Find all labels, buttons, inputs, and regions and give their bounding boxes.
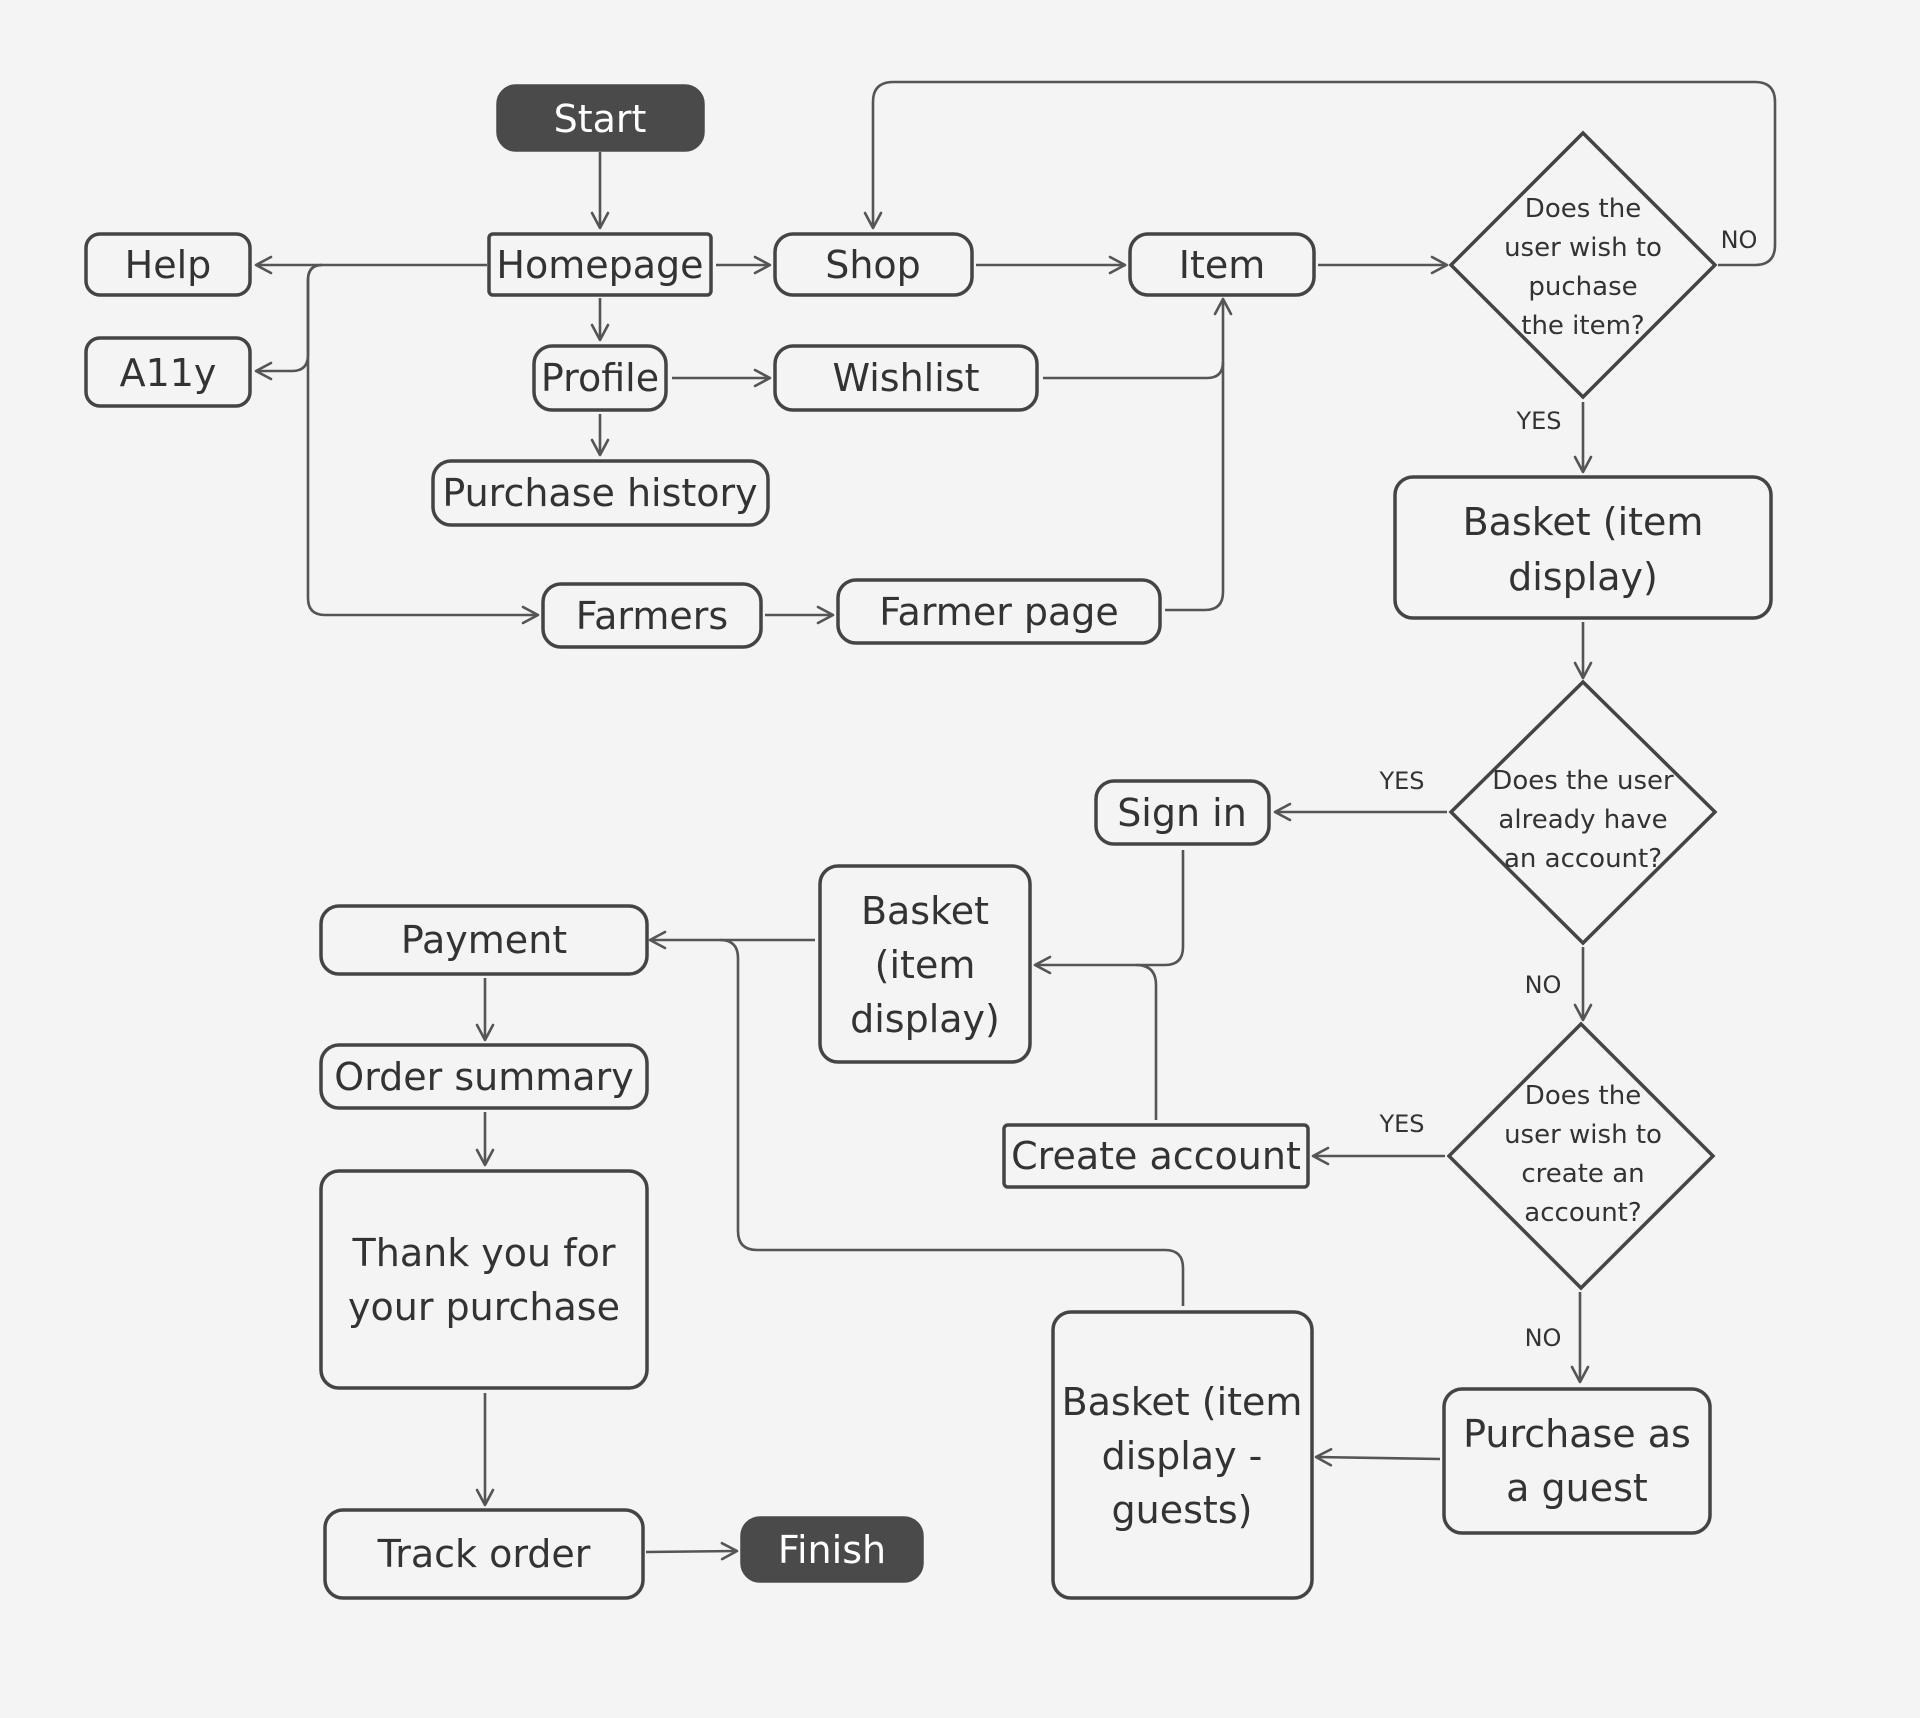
node-farmer-page[interactable]: Farmer page (836, 578, 1162, 645)
node-profile-label: Profile (541, 356, 659, 400)
edge-track-order-finish (645, 1541, 739, 1561)
edge-sign-in-basket (1033, 850, 1185, 975)
node-basket-guests-line2: display - (1102, 1434, 1263, 1478)
decision-wish-purchase-line1: Does the (1525, 194, 1641, 224)
node-help[interactable]: Help (84, 232, 252, 297)
node-finish[interactable]: Finish (740, 1516, 924, 1583)
node-ally[interactable]: A11y (84, 336, 252, 408)
node-ally-label: A11y (120, 351, 217, 395)
node-basket-signed-line1: Basket (861, 889, 989, 933)
edge-create-account-basket (1135, 963, 1158, 1120)
node-thank-you[interactable]: Thank you for your purchase (319, 1169, 649, 1390)
node-payment[interactable]: Payment (319, 904, 649, 976)
node-purchase-guest-line1: Purchase as (1463, 1412, 1691, 1456)
node-sign-in-label: Sign in (1117, 791, 1247, 835)
node-shop[interactable]: Shop (773, 232, 974, 297)
edge-homepage-ally (254, 263, 323, 381)
node-payment-label: Payment (401, 918, 567, 962)
node-create-account[interactable]: Create account (1002, 1123, 1310, 1189)
node-finish-label: Finish (778, 1528, 886, 1572)
decision-create-account[interactable]: Does the user wish to create an account? (1446, 1021, 1716, 1291)
node-sign-in[interactable]: Sign in (1094, 779, 1271, 846)
edge-wishlist-item (1043, 297, 1233, 380)
connectors (254, 80, 1777, 1561)
node-farmers-label: Farmers (576, 594, 728, 638)
node-wishlist[interactable]: Wishlist (773, 344, 1039, 412)
node-basket-signed[interactable]: Basket (item display) (818, 864, 1032, 1064)
node-purchase-history[interactable]: Purchase history (431, 459, 770, 527)
node-basket-guests-line1: Basket (item (1062, 1380, 1303, 1424)
label-create-yes: YES (1378, 1110, 1424, 1138)
node-help-label: Help (125, 243, 212, 287)
decision-has-account-line3: an account? (1504, 844, 1662, 874)
node-shop-label: Shop (825, 243, 921, 287)
decision-create-account-line2: user wish to (1504, 1120, 1662, 1150)
node-basket-main[interactable]: Basket (item display) (1393, 475, 1773, 620)
edge-guest-basket-guests (1314, 1447, 1441, 1467)
decision-has-account[interactable]: Does the user already have an account? (1448, 679, 1718, 946)
node-start-label: Start (554, 97, 647, 141)
label-purchase-no: NO (1721, 226, 1758, 254)
node-basket-main-line1: Basket (item (1463, 500, 1704, 544)
node-farmer-page-label: Farmer page (879, 590, 1119, 634)
node-purchase-guest-line2: a guest (1506, 1466, 1648, 1510)
node-homepage[interactable]: Homepage (487, 232, 713, 297)
node-item-label: Item (1179, 243, 1266, 287)
node-create-account-label: Create account (1011, 1134, 1301, 1178)
decision-wish-purchase-line3: puchase (1528, 272, 1637, 302)
node-wishlist-label: Wishlist (833, 356, 980, 400)
decision-has-account-line1: Does the user (1492, 766, 1674, 796)
node-purchase-guest[interactable]: Purchase as a guest (1442, 1387, 1712, 1535)
node-basket-signed-line2: (item (875, 943, 976, 987)
node-basket-guests[interactable]: Basket (item display - guests) (1051, 1310, 1314, 1600)
node-order-summary[interactable]: Order summary (319, 1043, 649, 1110)
edge-decision-no-shop (863, 80, 1777, 267)
node-thank-you-line2: your purchase (348, 1285, 620, 1329)
node-basket-main-line2: display) (1508, 555, 1658, 599)
decision-create-account-line4: account? (1524, 1198, 1641, 1228)
edge-farmer-page-item (1165, 362, 1225, 612)
edge-guest-basket-payment (719, 938, 1185, 1306)
decision-create-account-line3: create an (1521, 1159, 1644, 1189)
edge-homepage-farmers (306, 263, 540, 625)
node-farmers[interactable]: Farmers (541, 582, 763, 649)
node-basket-guests-line3: guests) (1112, 1488, 1253, 1532)
decision-wish-purchase[interactable]: Does the user wish to puchase the item? (1448, 130, 1718, 400)
node-track-order-label: Track order (377, 1532, 591, 1576)
decision-wish-purchase-line4: the item? (1521, 311, 1644, 341)
decision-wish-purchase-line2: user wish to (1504, 233, 1662, 263)
label-account-yes: YES (1378, 767, 1424, 795)
node-basket-signed-line3: display) (850, 997, 1000, 1041)
label-account-no: NO (1525, 971, 1562, 999)
node-track-order[interactable]: Track order (323, 1508, 645, 1600)
node-order-summary-label: Order summary (334, 1055, 633, 1099)
decision-create-account-line1: Does the (1525, 1081, 1641, 1111)
label-purchase-yes: YES (1515, 407, 1561, 435)
node-start[interactable]: Start (496, 84, 705, 152)
node-thank-you-line1: Thank you for (352, 1231, 616, 1275)
node-profile[interactable]: Profile (532, 344, 668, 412)
label-create-no: NO (1525, 1324, 1562, 1352)
edge-labels: NO YES YES NO YES NO (1378, 226, 1757, 1352)
node-homepage-label: Homepage (496, 243, 703, 287)
node-purchase-history-label: Purchase history (442, 471, 757, 515)
decision-has-account-line2: already have (1498, 805, 1667, 835)
node-item[interactable]: Item (1128, 232, 1316, 297)
